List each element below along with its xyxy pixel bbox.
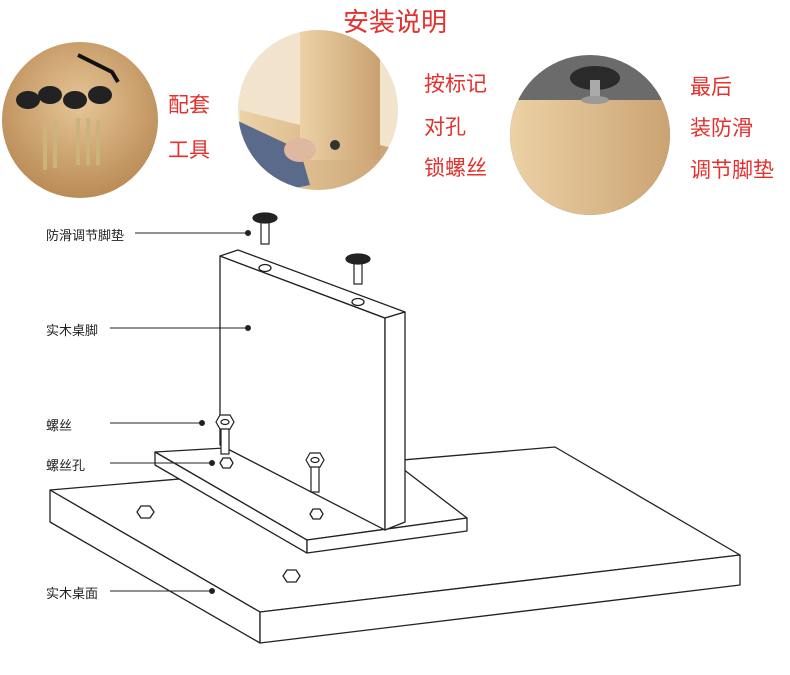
- step3-line1: 最后: [690, 75, 732, 99]
- label-screw-hole: 螺丝孔: [46, 459, 86, 474]
- tabletop-hole: [282, 569, 301, 583]
- step1-line2: 工具: [168, 138, 210, 162]
- leg-hole: [351, 297, 365, 307]
- screw: [215, 414, 325, 493]
- label-leg: 实木桌脚: [46, 324, 99, 339]
- foot-pad: [252, 212, 371, 285]
- label-screw: 螺丝: [46, 419, 73, 434]
- screw-hole: [219, 457, 234, 469]
- foot-pad-photo: [510, 55, 670, 215]
- step1-line1: 配套: [168, 93, 210, 117]
- step2-line2: 对孔: [424, 115, 466, 139]
- tools-photo: [2, 42, 158, 198]
- screw-hole: [309, 508, 324, 520]
- screwing-photo: [238, 30, 398, 190]
- leg-hole: [258, 263, 272, 273]
- label-foot-pad: 防滑调节脚垫: [46, 229, 125, 244]
- page-title: 安装说明: [342, 8, 447, 38]
- tabletop-hole: [136, 505, 155, 519]
- step2-line3: 锁螺丝: [424, 156, 487, 180]
- label-tabletop: 实木桌面: [46, 587, 99, 602]
- step3-line2: 装防滑: [690, 116, 753, 140]
- step2-line1: 按标记: [424, 72, 487, 96]
- step3-line3: 调节脚垫: [690, 158, 774, 182]
